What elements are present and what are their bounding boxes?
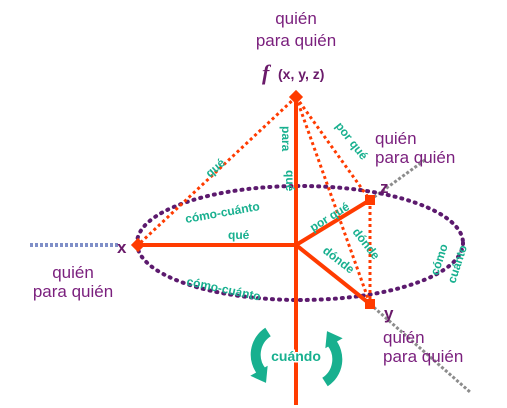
relation-donde-center: dónde [320,243,357,276]
center-to-y-line [294,243,372,306]
y-vertex-marker [365,299,375,309]
function-args: (x, y, z) [278,66,324,82]
x-label-line2: para quién [33,282,113,301]
y-axis-extension [369,302,471,394]
relation-como-cuanto-upper: cómo-cuánto [184,199,261,226]
y-axis-letter: y [384,304,394,323]
relation-que-vertical: qué [283,170,297,192]
z-label-line1: quién [375,129,417,148]
top-label-line2: para quién [256,31,336,50]
relation-que-top: qué [203,155,228,180]
relation-para-label: para [279,126,293,152]
apex-marker [288,89,304,105]
x-axis-letter: x [117,238,127,257]
relation-que-center: qué [228,228,250,242]
center-to-z-line [294,198,372,247]
y-label-line2: para quién [383,347,463,366]
relation-como-cuanto-lower: cómo-cuánto [185,274,262,303]
z-axis-letter: z [380,178,389,197]
top-label-line1: quién [275,9,317,28]
z-label-line2: para quién [375,148,455,167]
z-vertex-marker [365,195,375,205]
cycle-label: cuándo [271,348,321,364]
cycle-arrows-icon [250,327,343,387]
x-label-line1: quién [52,263,94,282]
x-vertex-marker [130,237,146,253]
y-label-line1: quién [383,328,425,347]
apex-to-y-line [294,96,372,305]
function-symbol: f [262,60,272,85]
apex-to-x-line [136,95,298,247]
